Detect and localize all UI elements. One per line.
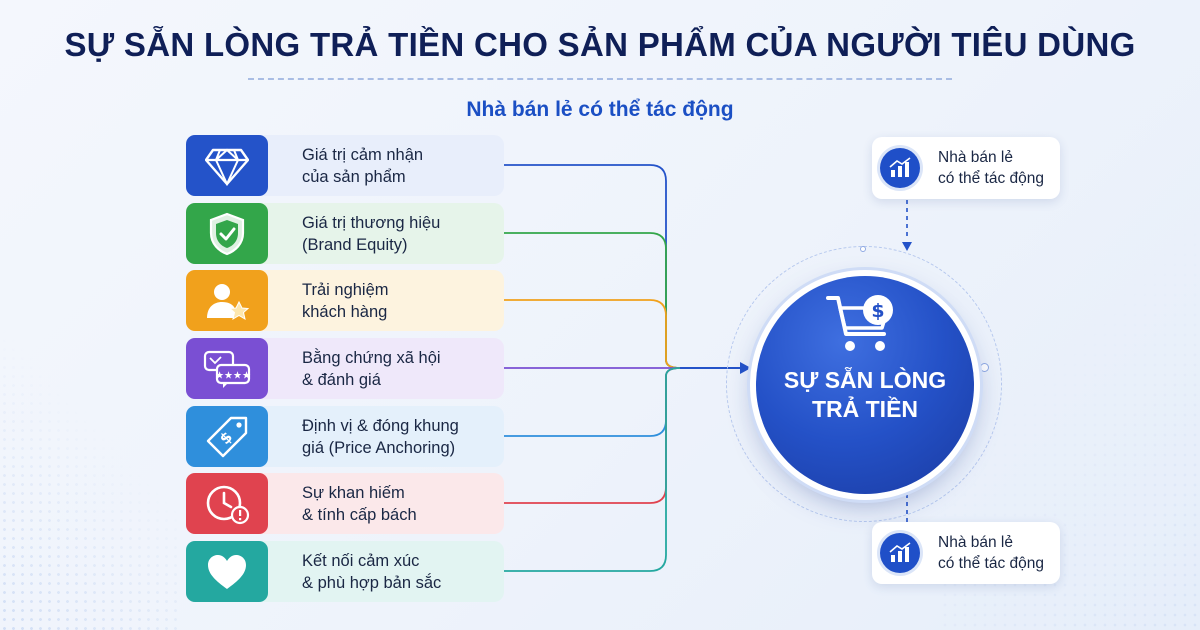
factor-card-brand-equity: Giá trị thương hiệu (Brand Equity) xyxy=(186,203,504,264)
factor-label-line2: & tính cấp bách xyxy=(302,506,417,524)
factor-label-line2: khách hàng xyxy=(302,303,388,321)
growth-chart-icon xyxy=(880,533,920,573)
factor-label-line1: Bằng chứng xã hội xyxy=(302,349,441,367)
growth-chart-icon xyxy=(880,148,920,188)
factor-card-perceived-value: Giá trị cảm nhận của sản phẩm xyxy=(186,135,504,196)
factor-card-emotional-connection: Kết nối cảm xúc & phù hợp bản sắc xyxy=(186,541,504,602)
hub-label-line1: SỰ SẴN LÒNG xyxy=(783,367,947,393)
factor-label-line1: Sự khan hiếm xyxy=(302,484,405,502)
factor-card-customer-experience: Trải nghiệm khách hàng xyxy=(186,270,504,331)
factor-label-line1: Trải nghiệm xyxy=(302,281,389,299)
title-divider xyxy=(248,78,952,80)
retailer-influence-box-bottom: Nhà bán lẻ có thể tác động xyxy=(872,522,1060,584)
factor-label-line2: (Brand Equity) xyxy=(302,236,408,254)
factor-label-line2: giá (Price Anchoring) xyxy=(302,439,456,457)
connector-line-3 xyxy=(504,299,681,369)
diagram-subtitle: Nhà bán lẻ có thể tác động xyxy=(466,98,734,121)
heart-icon xyxy=(186,541,268,602)
influence-bottom-line2: có thể tác động xyxy=(938,555,1044,572)
page-title: SỰ SẴN LÒNG TRẢ TIỀN CHO SẢN PHẨM CỦA NG… xyxy=(64,26,1136,63)
connector-line-1 xyxy=(504,164,681,369)
factor-label-line2: của sản phẩm xyxy=(302,168,406,186)
influence-top-arrowhead xyxy=(902,242,912,251)
review-bubbles-icon: ★★★★ xyxy=(186,338,268,399)
influence-bottom-line1: Nhà bán lẻ xyxy=(938,534,1013,551)
diamond-icon xyxy=(186,135,268,196)
factor-card-scarcity: Sự khan hiếm & tính cấp bách xyxy=(186,473,504,534)
hub-orbit-dot xyxy=(860,246,866,252)
factor-label-line2: & phù hợp bản sắc xyxy=(302,574,442,592)
shield-check-icon xyxy=(186,203,268,264)
connector-line-7 xyxy=(504,367,681,572)
factor-label-line2: & đánh giá xyxy=(302,371,381,389)
svg-text:★★★★: ★★★★ xyxy=(215,370,251,381)
clock-alert-icon xyxy=(186,473,268,534)
connector-line-5 xyxy=(504,367,681,437)
price-tag-icon: $ xyxy=(186,406,268,467)
factor-card-social-proof: ★★★★ Bằng chứng xã hội & đánh giá xyxy=(186,338,504,399)
retailer-influence-box-top: Nhà bán lẻ có thể tác động xyxy=(872,137,1060,199)
factor-label-line1: Giá trị thương hiệu xyxy=(302,214,441,232)
willingness-to-pay-hub: $ SỰ SẴN LÒNG TRẢ TIỀN xyxy=(756,276,974,494)
shopping-cart-dollar-icon: $ xyxy=(826,295,893,351)
influence-top-line2: có thể tác động xyxy=(938,170,1044,187)
background-dots-left xyxy=(0,300,180,630)
svg-text:$: $ xyxy=(871,300,884,322)
hub-label-line2: TRẢ TIỀN xyxy=(811,396,919,422)
factor-label-line1: Định vị & đóng khung xyxy=(302,417,459,435)
hub-orbit-dot xyxy=(980,363,989,372)
factor-card-price-anchoring: $ Định vị & đóng khung giá (Price Anchori… xyxy=(186,406,504,467)
influence-top-line1: Nhà bán lẻ xyxy=(938,149,1013,166)
factor-label-line1: Giá trị cảm nhận xyxy=(302,146,424,164)
factor-label-line1: Kết nối cảm xúc xyxy=(302,552,420,570)
user-star-icon xyxy=(186,270,268,331)
